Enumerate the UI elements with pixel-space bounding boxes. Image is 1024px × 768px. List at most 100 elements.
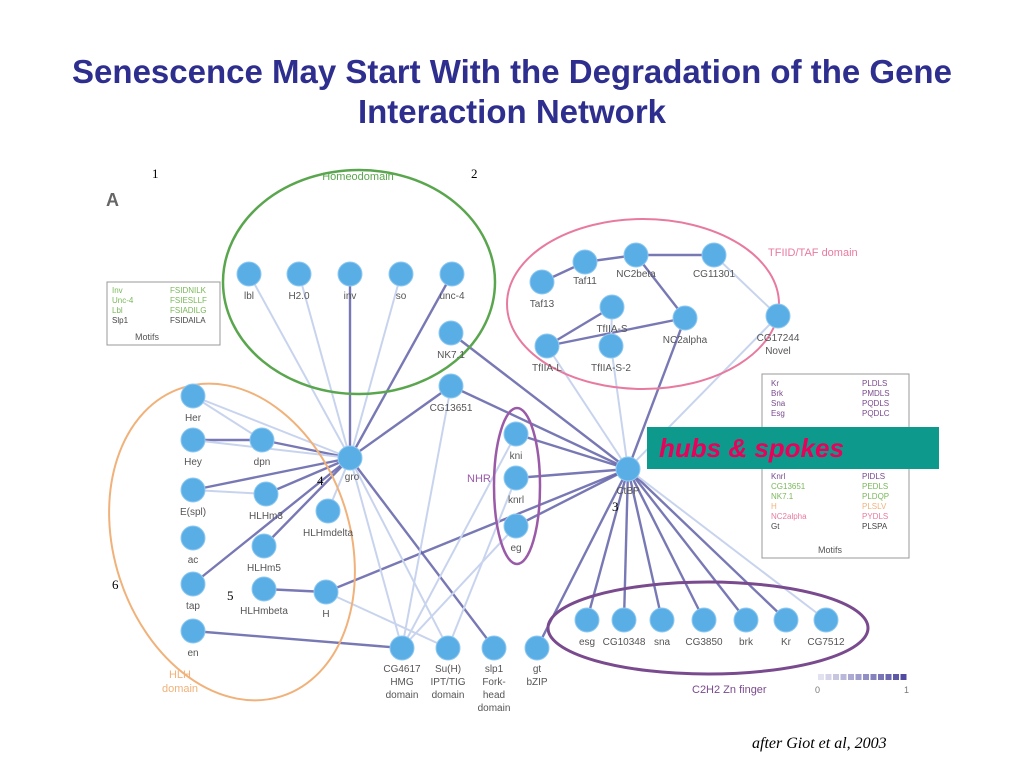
homeodomain-ellipse [221, 168, 497, 396]
motif-left-seq-1: FSIESLLF [170, 296, 207, 305]
scale-step-9 [885, 674, 892, 680]
motif-right-top-seq-0: PLDLS [862, 379, 887, 388]
scale-step-2 [833, 674, 839, 680]
node-inv [337, 261, 363, 287]
motif-left-name-2: Lbl [112, 306, 123, 315]
node-knrl [503, 465, 529, 491]
node-h [313, 579, 339, 605]
node-label-cg13651: CG13651 [430, 403, 473, 414]
node-so [388, 261, 414, 287]
edge-gro-hlhm3 [265, 456, 351, 496]
node-label-suh-2: domain [432, 690, 465, 701]
node-h2 [286, 261, 312, 287]
node-cg7512 [813, 607, 839, 633]
marker-5: 5 [227, 588, 234, 603]
node-label-eg: eg [510, 543, 521, 554]
node-hlhm3 [253, 481, 279, 507]
node-suh [435, 635, 461, 661]
node-label-hey: Hey [184, 457, 202, 468]
edge-ctbp-kni [515, 432, 629, 471]
node-hlhm5 [251, 533, 277, 559]
scale-step-3 [840, 674, 847, 680]
node-hlhmbeta [251, 576, 277, 602]
scale-step-0 [818, 674, 824, 680]
node-lbl [236, 261, 262, 287]
node-hlhmdelta [315, 498, 341, 524]
edge-ctbp-cg3850 [626, 468, 706, 621]
motif-left-seq-2: FSIADILG [170, 306, 206, 315]
motif-right-top-name-3: Esg [771, 409, 785, 418]
node-tfiial [534, 333, 560, 359]
edge-gro-hey [192, 439, 351, 459]
node-label-inv: inv [344, 291, 357, 302]
edge-cg13651-cg4617 [401, 385, 452, 649]
node-label-so: so [396, 291, 407, 302]
edge-tfiias-tfiial [546, 305, 613, 348]
edge-suh-h [325, 591, 449, 649]
hlh-domain-label-2: domain [162, 683, 198, 695]
hubs-and-spokes-callout: hubs & spokes [647, 427, 939, 469]
edge-en-cg4617 [192, 629, 403, 650]
motif-right-bottom-seq-5: PLSPA [862, 522, 888, 531]
node-label-espl: E(spl) [180, 507, 206, 518]
node-label-kr: Kr [781, 637, 792, 648]
network-edges [192, 253, 827, 650]
node-slp1 [481, 635, 507, 661]
node-cg10348 [611, 607, 637, 633]
scale-step-4 [848, 674, 854, 680]
edge-gro-tap [192, 457, 351, 585]
node-gt [524, 635, 550, 661]
taf-domain-label: TFIID/TAF domain [768, 247, 858, 259]
motif-right-bottom-seq-2: PLDQP [862, 492, 889, 501]
edge-ctbp-h [325, 467, 629, 594]
node-label-tap: tap [186, 601, 200, 612]
node-label-her: Her [185, 413, 202, 424]
node-tap [180, 571, 206, 597]
motif-right-bottom-name-3: H [771, 502, 777, 511]
c2h2-ellipse [546, 580, 870, 676]
edge-gro-suh [349, 457, 449, 649]
scale-step-6 [863, 674, 869, 680]
node-gro [337, 445, 363, 471]
node-brk [733, 607, 759, 633]
edge-cg11301-cg17244 [713, 254, 779, 317]
node-label-nc2beta: NC2beta [616, 269, 656, 280]
nhr-ellipse [492, 406, 542, 566]
edge-knrl-suh [447, 477, 517, 649]
node-label-taf11: Taf11 [573, 276, 597, 287]
node-label-slp1-1: Fork- [482, 677, 505, 688]
motif-left-seq-0: FSIDNILK [170, 286, 207, 295]
novel-label: Novel [765, 346, 791, 357]
node-label-hlhmdelta: HLHmdelta [303, 528, 353, 539]
node-label-dpn: dpn [254, 457, 271, 468]
marker-2: 2 [471, 166, 478, 181]
node-ac [180, 525, 206, 551]
node-label-nk71: NK7.1 [437, 350, 465, 361]
edge-gro-dpn [261, 438, 351, 460]
edge-ctbp-tfiias2 [610, 345, 629, 470]
node-label-h2: H2.0 [288, 291, 310, 302]
motif-right-bottom-seq-4: PYDLS [862, 512, 888, 521]
node-label-hlhm5: HLHm5 [247, 563, 281, 574]
node-her [180, 383, 206, 409]
edge-gro-h2 [298, 273, 351, 459]
edge-ctbp-knrl [515, 467, 629, 480]
motif-right-top-name-1: Brk [771, 389, 784, 398]
edge-gro-hlhm5 [263, 457, 351, 547]
scale-min-label: 0 [815, 685, 820, 695]
edge-ctbp-sna [626, 468, 664, 621]
motif-right-bottom-name-2: NK7.1 [771, 492, 794, 501]
edge-ctbp-cg7512 [627, 468, 827, 621]
node-label-hlhmbeta: HLHmbeta [240, 606, 288, 617]
motif-right-top-seq-2: PQDLS [862, 399, 889, 408]
node-label-cg4617-2: domain [386, 690, 419, 701]
node-label-knrl: knrl [508, 495, 524, 506]
edge-gro-unc4 [348, 273, 454, 459]
node-ctbp [615, 456, 641, 482]
edge-gro-cg4617 [349, 457, 403, 649]
motif-right-top-seq-3: PQDLC [862, 409, 890, 418]
node-tfiias [599, 294, 625, 320]
node-label-gt-0: gt [533, 664, 542, 675]
